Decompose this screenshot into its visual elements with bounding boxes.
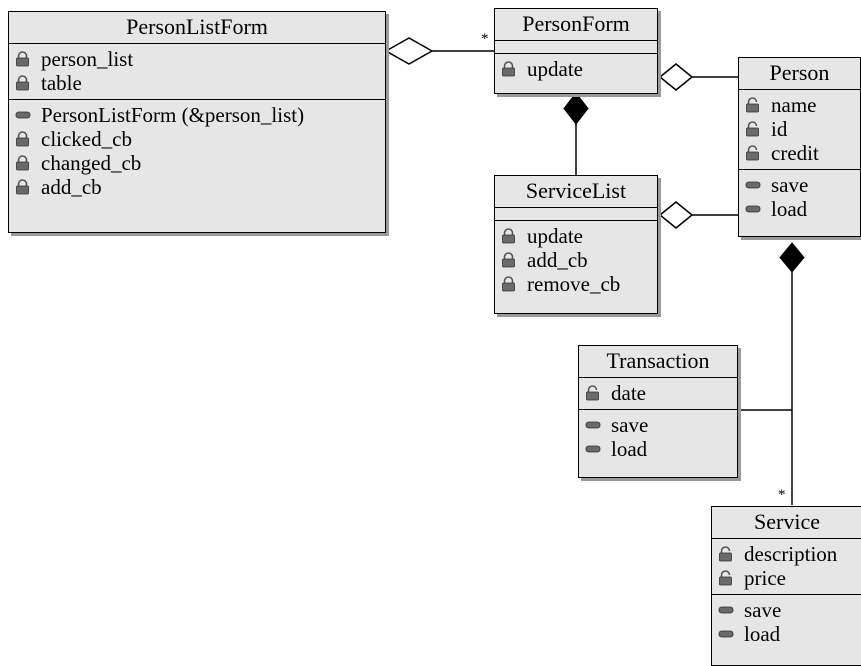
operation-icon bbox=[745, 180, 771, 190]
operation-row: update bbox=[501, 224, 657, 248]
lock-icon bbox=[501, 252, 527, 268]
operation-row: clicked_cb bbox=[15, 127, 385, 151]
operation-row: add_cb bbox=[15, 175, 385, 199]
operation-row: load bbox=[718, 622, 861, 646]
operation-row: save bbox=[718, 598, 861, 622]
attribute-name: person_list bbox=[41, 46, 134, 71]
open-lock-icon bbox=[745, 145, 771, 161]
open-lock-icon bbox=[745, 97, 771, 113]
lock-icon bbox=[501, 228, 527, 244]
operation-name: clicked_cb bbox=[41, 126, 132, 151]
class-name: Service bbox=[712, 507, 861, 539]
attribute-name: price bbox=[744, 565, 786, 590]
open-lock-icon bbox=[745, 121, 771, 137]
attributes-compartment bbox=[495, 41, 657, 54]
composition-diamond bbox=[779, 242, 805, 273]
operation-name: load bbox=[611, 436, 648, 461]
attribute-name: credit bbox=[771, 140, 819, 165]
class-name: Transaction bbox=[579, 346, 737, 378]
attribute-row: description bbox=[718, 542, 861, 566]
operation-name: add_cb bbox=[527, 247, 588, 272]
operation-icon bbox=[585, 444, 611, 454]
attribute-name: name bbox=[771, 92, 817, 117]
attribute-row: id bbox=[745, 117, 860, 141]
composition-diamond bbox=[563, 92, 589, 125]
operation-name: load bbox=[771, 196, 808, 221]
class-name: PersonForm bbox=[495, 9, 657, 41]
operation-icon bbox=[718, 629, 744, 639]
aggregation-diamond bbox=[658, 201, 694, 229]
class-name: PersonListForm bbox=[9, 12, 385, 44]
lock-icon bbox=[15, 179, 41, 195]
attribute-row: date bbox=[585, 381, 737, 405]
operation-icon bbox=[745, 204, 771, 214]
attribute-row: price bbox=[718, 566, 861, 590]
attribute-name: id bbox=[771, 116, 788, 141]
operation-name: update bbox=[527, 223, 583, 248]
operation-row: load bbox=[745, 197, 860, 221]
operation-name: save bbox=[611, 412, 649, 437]
attribute-row: name bbox=[745, 93, 860, 117]
attribute-row: person_list bbox=[15, 47, 385, 71]
operation-row: update bbox=[501, 57, 657, 81]
operation-row: load bbox=[585, 437, 737, 461]
attribute-name: date bbox=[611, 380, 646, 405]
operation-icon bbox=[15, 110, 41, 120]
operation-row: PersonListForm (&person_list) bbox=[15, 103, 385, 127]
class-personform[interactable]: PersonForm update bbox=[494, 8, 658, 94]
operation-icon bbox=[585, 420, 611, 430]
lock-icon bbox=[15, 131, 41, 147]
attribute-row: table bbox=[15, 71, 385, 95]
operation-name: add_cb bbox=[41, 174, 102, 199]
class-name: Person bbox=[739, 58, 860, 90]
multiplicity-label: * bbox=[778, 487, 786, 503]
operation-name: PersonListForm (&person_list) bbox=[41, 102, 305, 127]
lock-icon bbox=[15, 51, 41, 67]
operation-row: save bbox=[745, 173, 860, 197]
attributes-compartment: date bbox=[579, 378, 737, 410]
class-name: ServiceList bbox=[495, 176, 657, 208]
multiplicity-label: * bbox=[481, 31, 489, 47]
attribute-row: credit bbox=[745, 141, 860, 165]
operation-name: load bbox=[744, 621, 781, 646]
lock-icon bbox=[15, 75, 41, 91]
attribute-name: description bbox=[744, 541, 838, 566]
lock-icon bbox=[501, 276, 527, 292]
operation-name: changed_cb bbox=[41, 150, 142, 175]
operation-name: remove_cb bbox=[527, 271, 621, 296]
lock-icon bbox=[15, 155, 41, 171]
open-lock-icon bbox=[718, 570, 744, 586]
operation-icon bbox=[718, 605, 744, 615]
open-lock-icon bbox=[718, 546, 744, 562]
attributes-compartment bbox=[495, 208, 657, 221]
aggregation-diamond bbox=[658, 63, 694, 91]
operation-name: save bbox=[744, 597, 782, 622]
operation-name: update bbox=[527, 56, 583, 81]
open-lock-icon bbox=[585, 385, 611, 401]
operation-name: save bbox=[771, 172, 809, 197]
operation-row: changed_cb bbox=[15, 151, 385, 175]
operation-row: remove_cb bbox=[501, 272, 657, 296]
lock-icon bbox=[501, 61, 527, 77]
operations-compartment: update bbox=[495, 54, 657, 85]
operation-row: add_cb bbox=[501, 248, 657, 272]
attribute-name: table bbox=[41, 70, 82, 95]
aggregation-diamond bbox=[384, 37, 434, 65]
operation-row: save bbox=[585, 413, 737, 437]
